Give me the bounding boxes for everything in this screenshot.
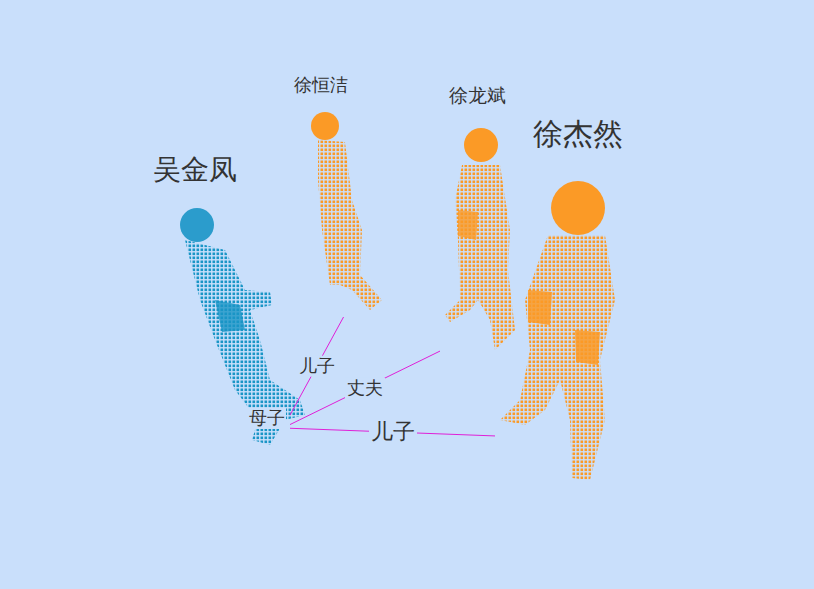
person-name: 徐杰然 xyxy=(533,117,623,152)
edge-label: 儿子 xyxy=(369,419,417,444)
person-node: 徐杰然 xyxy=(495,115,630,483)
edge-label: 丈夫 xyxy=(345,377,385,398)
person-node: 吴金凤 xyxy=(150,150,290,450)
edge-label: 儿子 xyxy=(297,356,337,377)
person-figure-orange xyxy=(311,112,382,310)
person-node: 徐龙斌 xyxy=(440,82,525,352)
relation-line xyxy=(290,317,344,415)
relation-label: 母子 xyxy=(248,408,286,429)
person-node: 徐恒洁 xyxy=(292,72,390,317)
person-figure-orange xyxy=(445,128,515,350)
person-name: 吴金凤 xyxy=(153,154,237,186)
relation-line xyxy=(290,351,440,425)
person-figure-blue xyxy=(180,208,305,445)
person-name: 徐恒洁 xyxy=(294,75,348,96)
person-figure-orange xyxy=(500,181,615,480)
person-name: 徐龙斌 xyxy=(449,85,506,107)
